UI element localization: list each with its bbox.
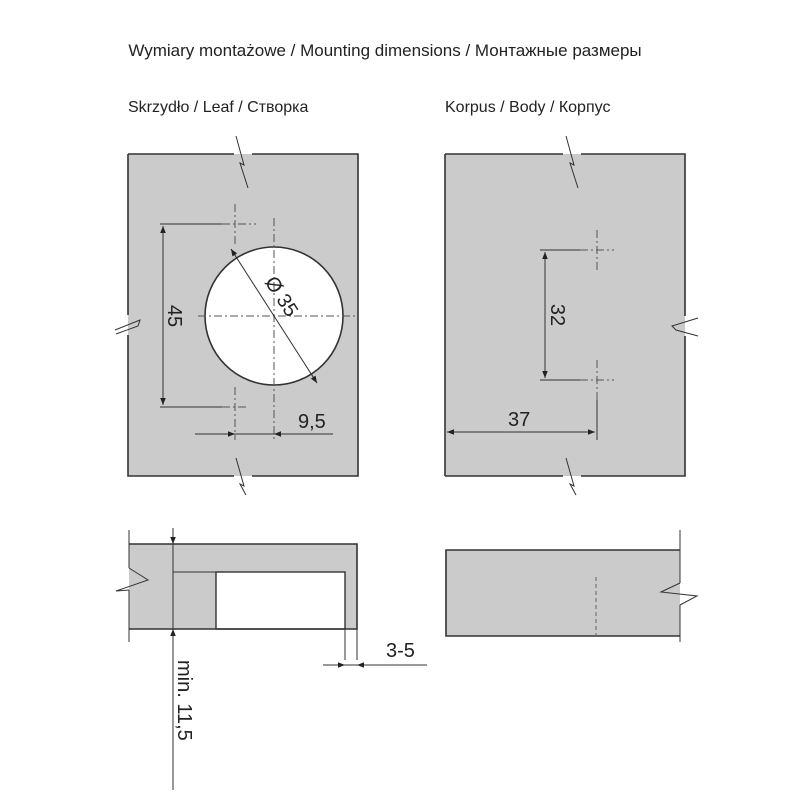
dim-min-11-5-label: min. 11,5: [173, 660, 195, 741]
body-section-view: [445, 530, 699, 642]
break-mark: [565, 457, 577, 496]
leaf-label: Skrzydło / Leaf / Створка: [128, 99, 309, 116]
dim-32-label: 32: [546, 304, 568, 326]
break-mark: [115, 567, 150, 592]
break-mark: [114, 319, 141, 335]
break-mark: [235, 457, 247, 496]
leaf-section-view: min. 11,5 3-5: [115, 528, 427, 790]
cup-recess: [215, 571, 346, 630]
dim-3-5-label: 3-5: [386, 640, 415, 662]
break-mark: [659, 582, 699, 606]
break-mark: [235, 135, 249, 189]
body-top-view: 32 37: [444, 135, 699, 496]
leaf-top-view: 45 Ø 35 9,5: [114, 135, 359, 496]
break-mark: [671, 317, 699, 337]
body-label: Korpus / Body / Корпус: [445, 99, 610, 116]
dim-45-label: 45: [163, 305, 185, 327]
dim-37-label: 37: [508, 409, 530, 431]
dim-9-5-label: 9,5: [298, 411, 326, 433]
page-title: Wymiary montażowe / Mounting dimensions …: [128, 41, 641, 60]
break-mark: [565, 135, 579, 189]
